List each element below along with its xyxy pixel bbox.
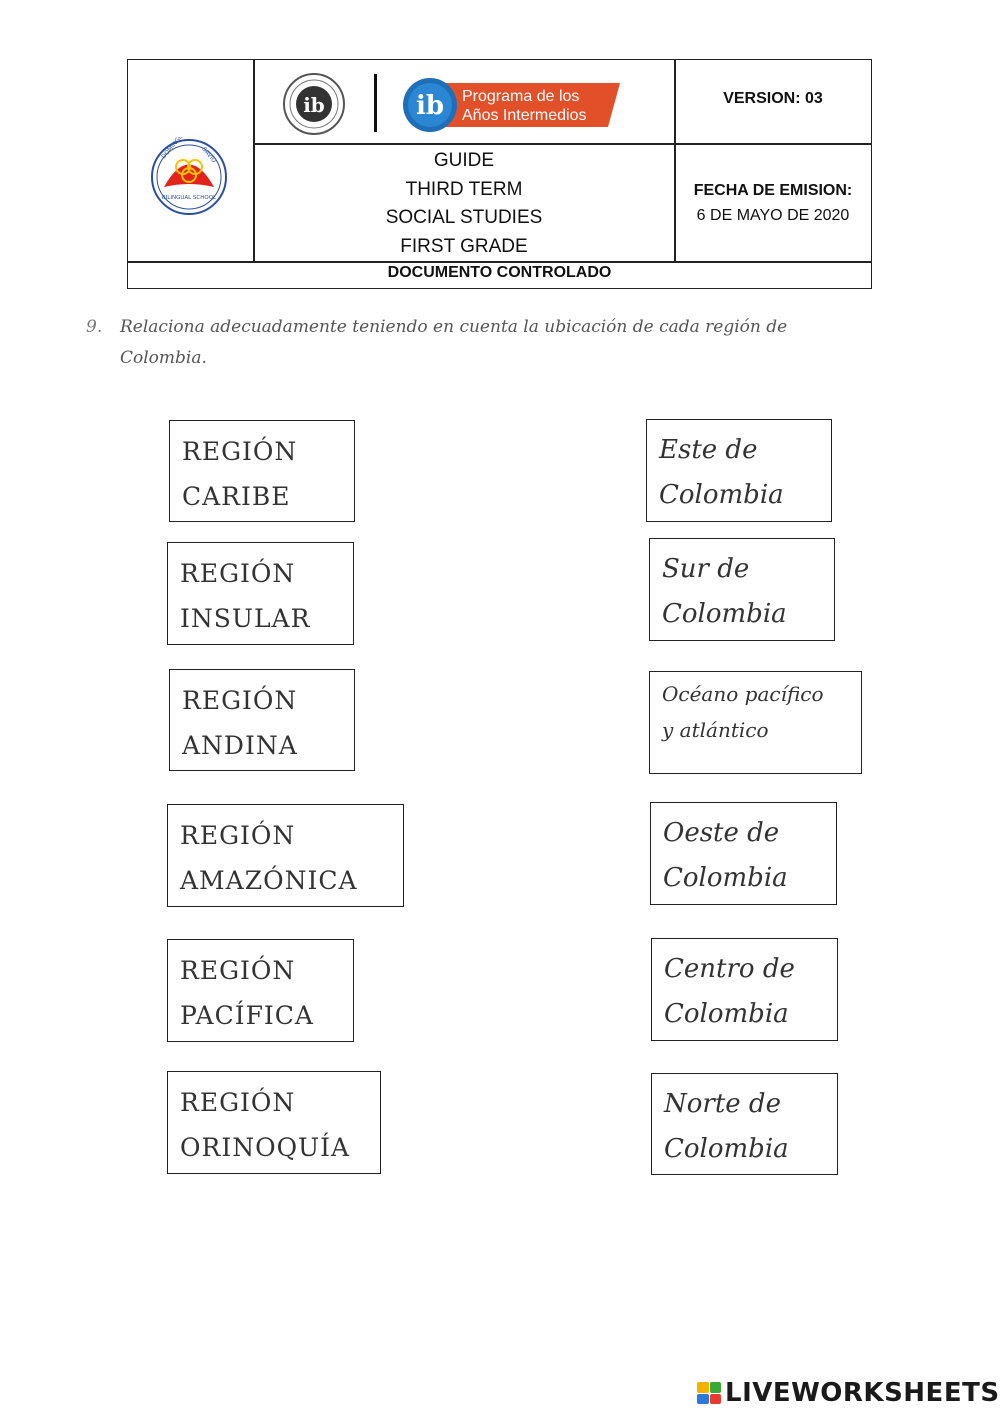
icon-square [709,1393,721,1404]
liveworksheets-brand[interactable]: LIVEWORKSHEETS [697,1378,1000,1408]
region-label: AMAZÓNICA [180,866,358,895]
location-box-oeste[interactable]: Oeste de Colombia [650,802,837,905]
header-divider [253,143,872,145]
school-logo-text-bottom: BILINGUAL SCHOOL [162,195,217,201]
header-divider [253,59,255,262]
location-box-oceanos[interactable]: Océano pacífico y atlántico [649,671,862,774]
region-label: REGIÓN [180,1088,296,1117]
region-label: CARIBE [182,482,291,511]
icon-square [697,1382,709,1393]
instruction-line: Colombia. [120,348,207,368]
region-box-amazonica[interactable]: REGIÓN AMAZÓNICA [167,804,404,907]
location-box-sur[interactable]: Sur de Colombia [649,538,835,641]
controlled-document-label: DOCUMENTO CONTROLADO [387,264,612,281]
location-box-norte[interactable]: Norte de Colombia [651,1073,838,1175]
icon-square [697,1393,709,1404]
logo-divider [374,74,377,132]
header-divider [127,261,872,263]
liveworksheets-icon [697,1382,721,1404]
ib-myp-logo: ib Programa de los Años Intermedios [403,78,620,132]
region-label: REGIÓN [182,686,298,715]
region-label: ORINOQUÍA [180,1133,351,1162]
school-logo: DOMINGO SAVIO BILINGUAL SCHOOL [151,137,227,215]
question-number: 9. [86,317,103,337]
instruction-line: Relaciona adecuadamente teniendo en cuen… [120,317,788,337]
region-box-caribe[interactable]: REGIÓN CARIBE [169,420,355,522]
location-label: Este de [659,435,758,465]
issue-date: FECHA DE EMISION: 6 DE MAYO DE 2020 [675,178,871,228]
issue-date-value: 6 DE MAYO DE 2020 [696,207,850,224]
icon-square [709,1382,721,1393]
ib-world-school-seal: ib [283,73,345,135]
guide-line: FIRST GRADE [400,235,528,257]
myp-logo-line1: Programa de los [462,88,579,105]
region-label: REGIÓN [180,559,296,588]
location-label: Colombia [663,863,788,893]
location-box-centro[interactable]: Centro de Colombia [651,938,838,1041]
myp-logo-line2: Años Intermedios [462,107,587,124]
region-label: REGIÓN [180,821,296,850]
region-label: REGIÓN [182,437,298,466]
region-label: ANDINA [182,731,298,760]
guide-line: SOCIAL STUDIES [385,207,543,228]
location-label: y atlántico [662,718,769,742]
region-label: PACÍFICA [180,1001,314,1030]
svg-text:ib: ib [416,91,444,121]
issue-date-label: FECHA DE EMISION: [693,182,853,199]
location-label: Norte de [664,1089,781,1119]
region-box-insular[interactable]: REGIÓN INSULAR [167,542,354,645]
location-label: Centro de [664,954,795,984]
region-box-andina[interactable]: REGIÓN ANDINA [169,669,355,771]
location-box-este[interactable]: Este de Colombia [646,419,832,522]
region-box-orinoquia[interactable]: REGIÓN ORINOQUÍA [167,1071,381,1174]
location-label: Colombia [659,480,784,510]
guide-title: GUIDE THIRD TERM SOCIAL STUDIES FIRST GR… [254,147,674,261]
brand-name: LIVEWORKSHEETS [725,1378,1000,1408]
location-label: Colombia [664,1134,789,1164]
header-table [127,59,872,289]
guide-line: GUIDE [433,150,495,171]
region-label: INSULAR [180,604,311,633]
location-label: Sur de [662,554,750,584]
svg-text:ib: ib [303,93,325,117]
location-label: Colombia [662,599,787,629]
guide-line: THIRD TERM [405,178,523,200]
instruction: 9. Relaciona adecuadamente teniendo en cu… [86,312,886,374]
region-label: REGIÓN [180,956,296,985]
header-divider [674,59,676,262]
region-box-pacifica[interactable]: REGIÓN PACÍFICA [167,939,354,1042]
location-label: Océano pacífico [662,682,824,706]
location-label: Oeste de [663,818,780,848]
version-label: VERSION: 03 [723,90,823,107]
location-label: Colombia [664,999,789,1029]
